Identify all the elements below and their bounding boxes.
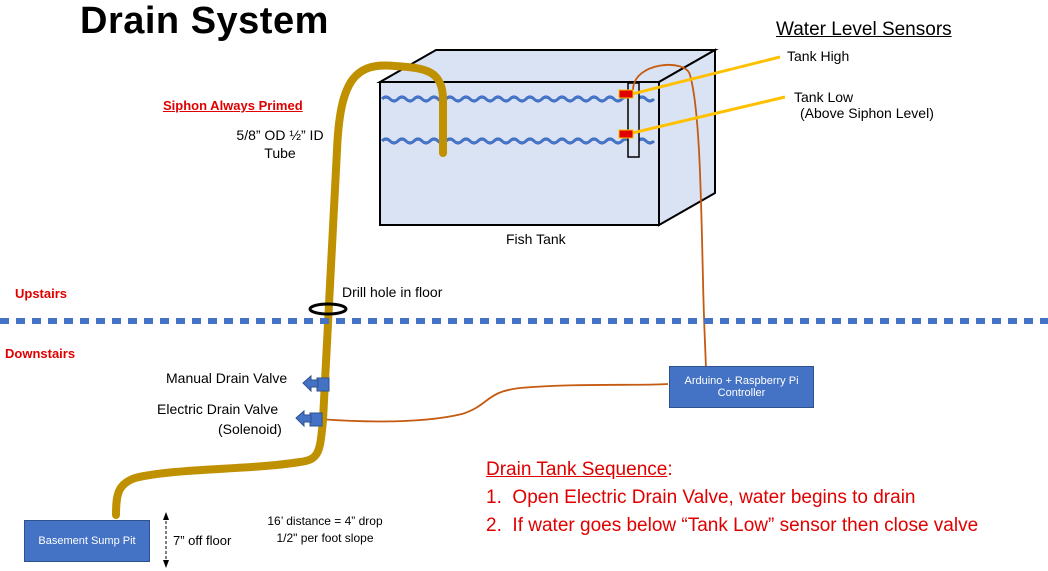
electric-drain-valve <box>295 409 323 428</box>
sequence-step-1-num: 1. <box>486 487 502 508</box>
manual-drain-valve <box>302 374 330 393</box>
slope-line2: 1/2" per foot slope <box>276 531 374 545</box>
tank-high-lead <box>627 55 781 97</box>
controller-line1: Arduino + Raspberry Pi <box>684 375 799 387</box>
tube-spec-line2: Tube <box>264 145 296 161</box>
page-title: Drain System <box>80 0 329 42</box>
water-line-low <box>380 137 656 145</box>
sequence-step-1-text: Open Electric Drain Valve, water begins … <box>512 487 916 508</box>
height-dimension-marker <box>163 512 169 568</box>
slope-line1: 16’ distance = 4” drop <box>267 514 383 528</box>
drill-hole-label: Drill hole in floor <box>342 284 443 300</box>
water-line-high <box>380 95 656 103</box>
sump-height-note: 7” off floor <box>173 533 232 548</box>
sequence-heading: Drain Tank Sequence: <box>486 459 673 481</box>
sequence-step-2: 2. If water goes below “Tank Low” sensor… <box>486 515 978 537</box>
tank-low-sensor <box>618 129 634 139</box>
drill-hole-ring <box>308 302 348 316</box>
tank-high-sensor <box>618 89 634 99</box>
electric-valve-body <box>309 412 323 427</box>
controller-box: Arduino + Raspberry Pi Controller <box>669 366 814 408</box>
height-arrow-bottom-icon <box>163 560 169 568</box>
electric-valve-sublabel: (Solenoid) <box>218 421 282 437</box>
sequence-step-2-text: If water goes below “Tank Low” sensor th… <box>512 515 979 536</box>
height-arrow-top-icon <box>163 512 169 520</box>
siphon-label: Siphon Always Primed <box>163 98 303 113</box>
fish-tank-label: Fish Tank <box>506 231 566 247</box>
manual-valve-body <box>316 377 330 392</box>
tank-low-note: (Above Siphon Level) <box>800 105 934 121</box>
electric-valve-arrow-icon <box>295 409 312 428</box>
sequence-heading-colon: : <box>667 459 673 480</box>
fish-tank <box>376 48 719 227</box>
fish-tank-front-face <box>379 81 660 226</box>
sensors-heading: Water Level Sensors <box>776 19 952 40</box>
tube-spec-line1: 5/8” OD ½” ID <box>236 127 324 143</box>
drain-tube <box>112 61 447 519</box>
downstairs-label: Downstairs <box>5 346 76 361</box>
tank-low-label: Tank Low <box>794 89 854 105</box>
sump-pit-box: Basement Sump Pit <box>24 520 150 562</box>
tank-low-lead <box>627 95 786 136</box>
manual-valve-arrow-icon <box>302 374 319 393</box>
upstairs-label: Upstairs <box>15 286 68 301</box>
sequence-step-2-num: 2. <box>486 515 502 536</box>
electric-valve-label: Electric Drain Valve <box>157 401 279 417</box>
sump-pit-label: Basement Sump Pit <box>38 535 136 547</box>
manual-valve-label: Manual Drain Valve <box>166 370 288 386</box>
tank-high-label: Tank High <box>787 48 850 64</box>
sequence-step-1: 1. Open Electric Drain Valve, water begi… <box>486 487 916 509</box>
controller-line2: Controller <box>717 387 766 399</box>
valve-wire <box>317 383 669 423</box>
sensor-wire <box>632 63 707 373</box>
sequence-heading-text: Drain Tank Sequence <box>486 459 668 480</box>
